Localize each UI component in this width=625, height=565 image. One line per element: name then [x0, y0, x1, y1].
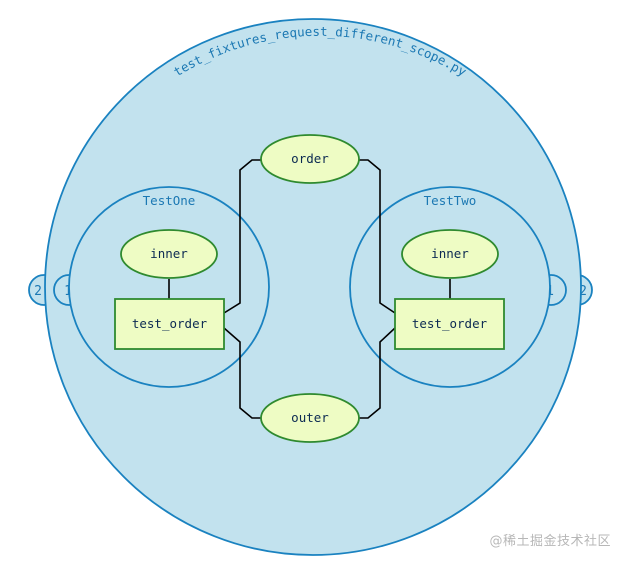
fixture-order: order	[260, 134, 360, 184]
svg-text:2: 2	[34, 284, 42, 299]
test-order-testtwo: test_order	[394, 298, 505, 350]
fixture-inner-testtwo: inner	[401, 229, 499, 279]
dependency-wires	[168, 159, 451, 419]
wire-left-to-outer	[223, 327, 262, 419]
wire-right-to-order	[358, 159, 396, 314]
svg-text:inner: inner	[431, 246, 469, 261]
svg-text:test_order: test_order	[132, 316, 208, 331]
svg-text:test_order: test_order	[412, 316, 488, 331]
svg-text:order: order	[291, 151, 329, 166]
svg-text:outer: outer	[291, 410, 329, 425]
svg-text:2: 2	[579, 284, 587, 299]
class-label-testtwo: TestTwo	[424, 193, 477, 208]
wire-left-to-order	[223, 159, 262, 314]
test-order-testone: test_order	[114, 298, 225, 350]
fixture-inner-testone: inner	[120, 229, 218, 279]
svg-text:1: 1	[64, 284, 72, 299]
wire-right-to-outer	[358, 327, 396, 419]
fixture-outer: outer	[260, 393, 360, 443]
module-scope-circle	[44, 18, 582, 556]
watermark: @稀土掘金技术社区	[489, 534, 611, 549]
class-label-testone: TestOne	[143, 193, 196, 208]
svg-text:inner: inner	[150, 246, 188, 261]
